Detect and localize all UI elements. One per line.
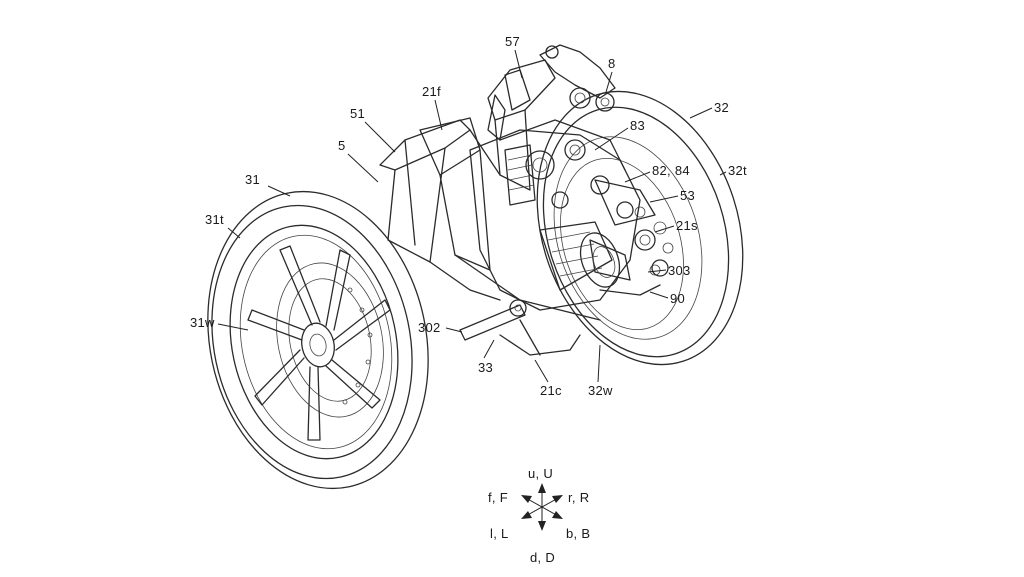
- label-57: 57: [505, 34, 520, 49]
- compass-left: l, L: [490, 526, 509, 541]
- wheel-31: [207, 190, 429, 490]
- mechanism-cluster: [469, 119, 669, 311]
- arrow-rear-icon: [552, 495, 563, 503]
- label-31t: 31t: [205, 212, 224, 227]
- compass-down: d, D: [530, 550, 555, 565]
- label-83: 83: [630, 118, 645, 133]
- label-5: 5: [338, 138, 346, 153]
- label-21f: 21f: [422, 84, 441, 99]
- arrow-up-icon: [538, 483, 546, 493]
- label-31: 31: [245, 172, 260, 187]
- steering-head: [487, 44, 616, 141]
- wheel-32: [536, 90, 744, 366]
- label-303: 303: [668, 263, 691, 278]
- label-53: 53: [680, 188, 695, 203]
- direction-compass: u, U f, F r, R l, L b, B d, D: [488, 466, 590, 565]
- compass-up: u, U: [528, 466, 553, 481]
- label-32w: 32w: [588, 383, 613, 398]
- label-21s: 21s: [676, 218, 698, 233]
- compass-front: f, F: [488, 490, 508, 505]
- label-33: 33: [478, 360, 493, 375]
- compass-rear: r, R: [568, 490, 589, 505]
- label-51: 51: [350, 106, 365, 121]
- arrow-front-icon: [521, 495, 532, 503]
- arrow-left-icon: [521, 511, 532, 519]
- label-302: 302: [418, 320, 441, 335]
- label-21c: 21c: [540, 383, 562, 398]
- swing-arm: [459, 299, 581, 356]
- label-32t: 32t: [728, 163, 747, 178]
- label-8: 8: [608, 56, 616, 71]
- arrow-down-icon: [538, 521, 546, 531]
- label-90: 90: [670, 291, 685, 306]
- label-32: 32: [714, 100, 729, 115]
- arrow-back-icon: [552, 511, 563, 519]
- label-82-84: 82, 84: [652, 163, 690, 178]
- label-31w: 31w: [190, 315, 215, 330]
- reference-labels: 57 8 21f 32 51 83 5 82, 84 32t 31 53 31t…: [190, 34, 747, 398]
- compass-back: b, B: [566, 526, 590, 541]
- frame-body: [379, 59, 601, 321]
